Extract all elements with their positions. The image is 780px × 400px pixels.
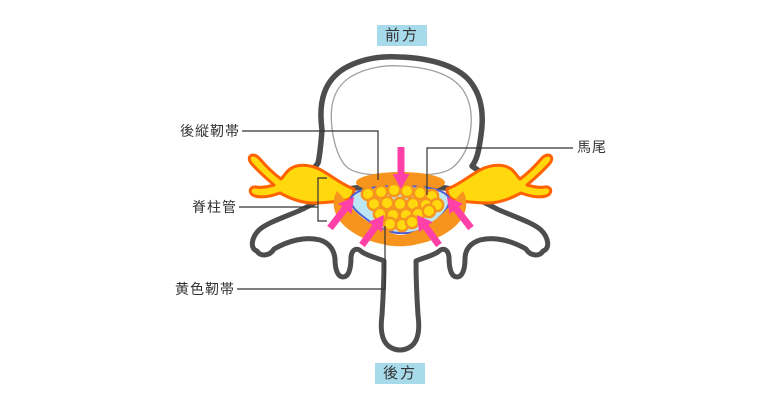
label-spinal-canal: 脊柱管	[192, 199, 237, 215]
leader-lines	[237, 130, 573, 290]
arrow-outer-right	[447, 197, 474, 231]
nerve-roots	[247, 153, 554, 205]
label-yellow-ligament: 黄色靭帯	[175, 281, 235, 297]
arrow-inner-left	[359, 215, 384, 248]
vertebral-body-inner-line	[330, 65, 472, 176]
leader-yellow-ligament	[237, 226, 386, 290]
vertebral-arch	[249, 188, 551, 353]
direction-label-front: 前方	[376, 25, 428, 46]
nerve-root-right	[445, 153, 554, 205]
arrow-inner-right	[417, 215, 442, 248]
arrow-outer-left	[327, 197, 354, 231]
nerve-root-left	[247, 153, 356, 205]
cauda-equina-fibers	[360, 182, 445, 233]
leader-posterior-longitudinal-ligament	[242, 130, 379, 180]
arrow-top	[392, 147, 410, 189]
direction-label-back: 後方	[374, 363, 426, 384]
compression-arrows	[327, 147, 474, 248]
label-cauda-equina: 馬尾	[577, 139, 607, 155]
label-posterior-longitudinal-ligament: 後縦靭帯	[180, 123, 240, 139]
leader-cauda-equina	[426, 147, 573, 195]
leader-spinal-canal	[239, 177, 327, 222]
